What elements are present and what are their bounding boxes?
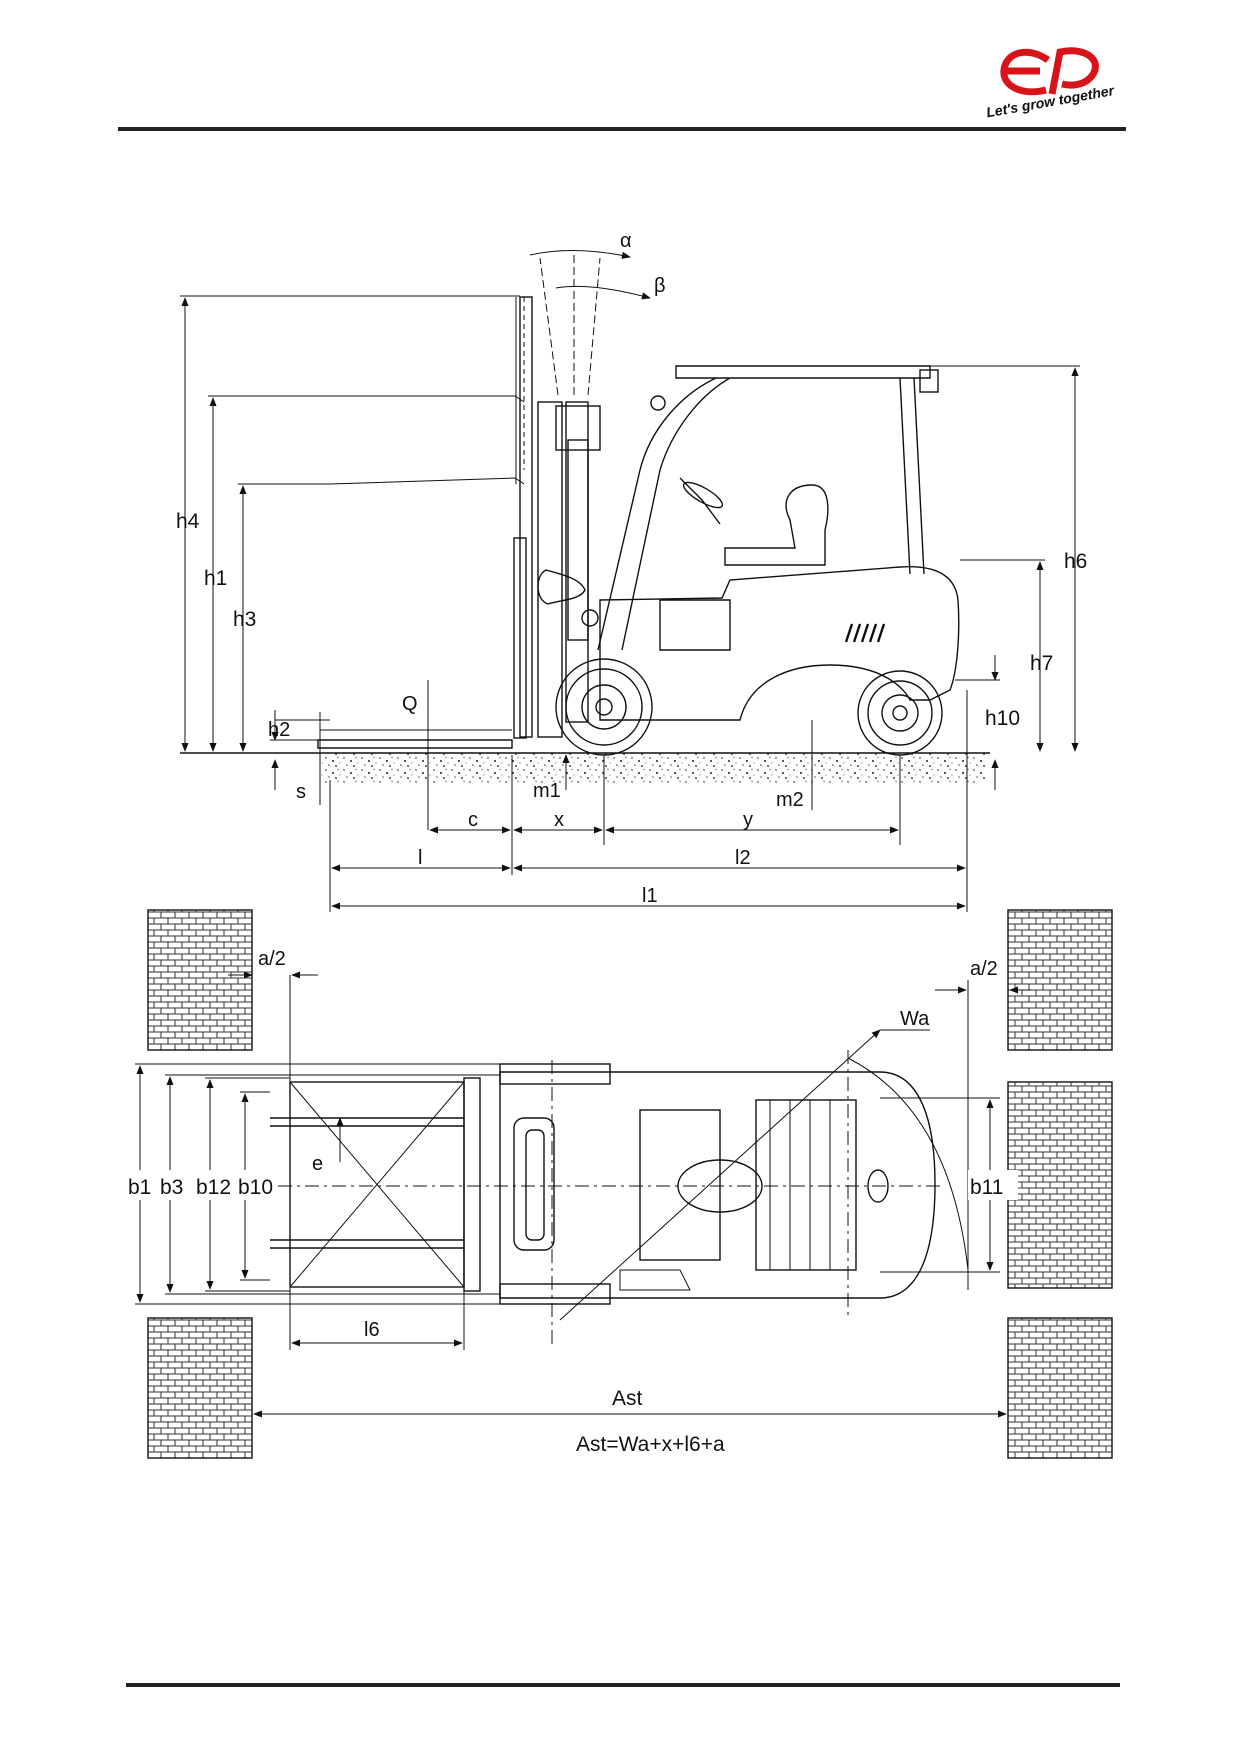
dim-h4: h4: [176, 510, 200, 533]
aisle-dim: Ast Ast=Wa+x+l6+a: [253, 1387, 1007, 1456]
dim-h7: h7: [1030, 652, 1053, 675]
beta-label: β: [654, 275, 666, 297]
dim-a2-right: a/2: [970, 958, 998, 980]
dim-m1: m1: [533, 780, 561, 802]
truck-top: [499, 1063, 936, 1305]
dim-b3: b3: [160, 1176, 183, 1199]
dim-b12: b12: [196, 1176, 231, 1199]
dim-b10: b10: [238, 1176, 273, 1199]
dim-c: c: [468, 809, 478, 831]
side-view: α β: [176, 230, 1087, 912]
dim-h10: h10: [985, 707, 1020, 730]
fork-upper: [270, 1117, 464, 1127]
dim-e: e: [312, 1153, 323, 1175]
ground-hatch: [320, 753, 985, 783]
dim-b1: b1: [128, 1176, 151, 1199]
dim-h3: h3: [233, 608, 256, 631]
fork-lower: [270, 1239, 464, 1249]
alpha-label: α: [620, 230, 632, 252]
dim-wa: Wa: [900, 1008, 930, 1030]
dim-l2: l2: [735, 847, 751, 869]
dim-l1: l1: [642, 885, 658, 907]
rack-top-left: [147, 909, 253, 1051]
dim-a2-left: a/2: [258, 948, 286, 970]
dim-h1: h1: [204, 567, 227, 590]
dim-h6: h6: [1064, 550, 1087, 573]
mast: [242, 296, 601, 739]
rack-top-right: [1007, 909, 1113, 1051]
load-q-label: Q: [402, 693, 418, 715]
turning-radius: Wa: [559, 1008, 969, 1321]
top-view: Wa a/2 a/2 b1: [126, 909, 1113, 1459]
clearances: m1 m2: [533, 720, 813, 811]
width-dims: b1 b3 b12 b10 b11 e: [126, 1063, 1018, 1305]
truck-body: [597, 365, 960, 721]
bottom-dims: c x y l l2 l1: [329, 690, 968, 912]
load-centre: Q: [402, 680, 429, 830]
dim-m2: m2: [776, 789, 804, 811]
dim-b11: b11: [970, 1176, 1003, 1199]
dim-l: l: [418, 847, 422, 869]
aisle-formula: Ast=Wa+x+l6+a: [576, 1433, 725, 1456]
aisle-offsets: a/2 a/2: [228, 948, 1032, 1350]
front-wheel: [555, 658, 653, 756]
rack-bottom-right: [1007, 1317, 1113, 1459]
vent-slots: [844, 623, 886, 643]
load-length-dim: l6: [291, 1290, 465, 1350]
left-dims: h4 h1 h3 h2 s: [176, 295, 520, 805]
dim-x: x: [554, 809, 564, 831]
lowered-forks: [317, 729, 513, 749]
dim-y: y: [743, 809, 753, 831]
pallet: [289, 1077, 481, 1292]
ep-logo: Let's grow together: [985, 47, 1117, 120]
dim-h2: h2: [268, 719, 290, 741]
rack-bottom-left: [147, 1317, 253, 1459]
rear-wheel: [857, 670, 943, 756]
tilt-angles: α β: [529, 230, 666, 396]
dim-l6: l6: [364, 1319, 380, 1341]
header: Let's grow together: [118, 47, 1126, 131]
right-dims: h6 h7 h10: [930, 365, 1087, 790]
dim-ast: Ast: [612, 1387, 643, 1410]
rack-mid-right: [1007, 1081, 1113, 1289]
dim-s: s: [296, 781, 306, 803]
